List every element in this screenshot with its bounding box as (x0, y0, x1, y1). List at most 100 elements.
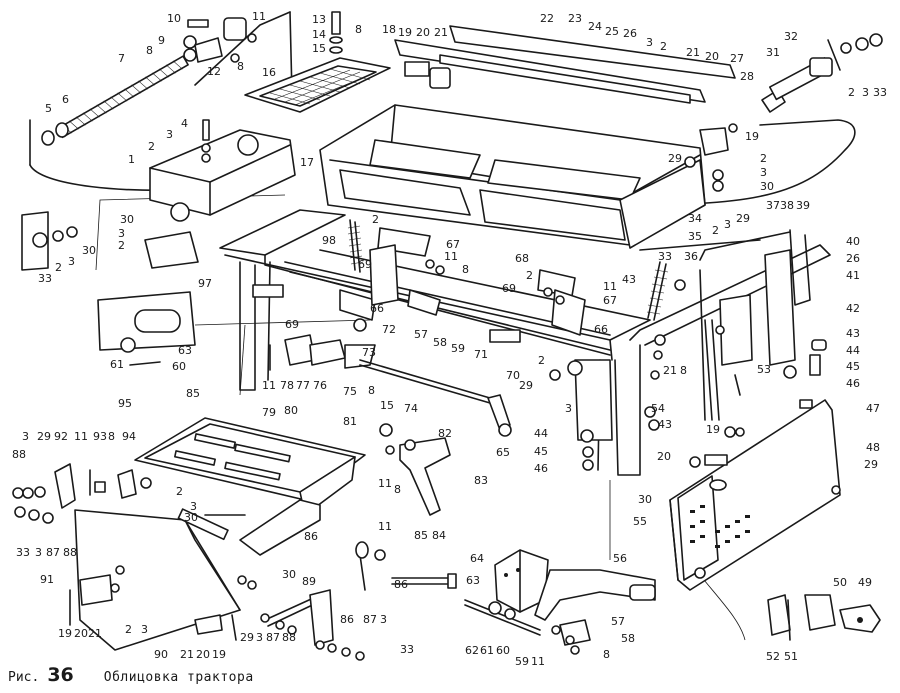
part-callout-83: 83 (474, 474, 488, 487)
part-callout-94: 94 (122, 430, 136, 443)
part-callout-80: 80 (284, 404, 298, 417)
part-callout-85: 85 (186, 387, 200, 400)
part-callout-17: 17 (300, 156, 314, 169)
part-callout-21: 21 (180, 648, 194, 661)
part-callout-57: 57 (414, 328, 428, 341)
part-callout-77: 77 (296, 379, 310, 392)
part-callout-33: 33 (400, 643, 414, 656)
part-callout-11: 11 (252, 10, 266, 23)
part-callout-3: 3 (380, 613, 387, 626)
part-callout-97: 97 (198, 277, 212, 290)
figure-prefix: Рис. (8, 670, 40, 685)
part-callout-65: 65 (496, 446, 510, 459)
part-callout-2: 2 (712, 224, 719, 237)
part-callout-2: 2 (55, 261, 62, 274)
part-callout-29: 29 (736, 212, 750, 225)
part-callout-88: 88 (63, 546, 77, 559)
part-callout-35: 35 (688, 230, 702, 243)
part-callout-3: 3 (35, 546, 42, 559)
part-callout-21: 21 (686, 46, 700, 59)
part-callout-33: 33 (16, 546, 30, 559)
part-callout-54: 54 (651, 402, 665, 415)
part-callout-72: 72 (382, 323, 396, 336)
part-callout-11: 11 (378, 520, 392, 533)
part-callout-60: 60 (496, 644, 510, 657)
part-callout-10: 10 (167, 12, 181, 25)
part-callout-88: 88 (12, 448, 26, 461)
part-callout-88: 88 (282, 631, 296, 644)
part-callout-73: 73 (362, 346, 376, 359)
part-callout-79: 79 (262, 406, 276, 419)
part-callout-92: 92 (54, 430, 68, 443)
part-callout-45: 45 (846, 360, 860, 373)
part-callout-52: 52 (766, 650, 780, 663)
part-callout-43: 43 (658, 418, 672, 431)
part-callout-67: 67 (446, 238, 460, 251)
latch-lever (379, 423, 451, 516)
part-callout-86: 86 (394, 578, 408, 591)
part-callout-69: 69 (285, 318, 299, 331)
part-callout-33: 33 (873, 86, 887, 99)
part-callout-3: 3 (68, 255, 75, 268)
part-callout-24: 24 (588, 20, 602, 33)
part-callout-11: 11 (74, 430, 88, 443)
part-callout-3: 3 (22, 430, 29, 443)
part-callout-2: 2 (848, 86, 855, 99)
part-callout-15: 15 (312, 42, 326, 55)
part-callout-29: 29 (240, 631, 254, 644)
part-callout-29: 29 (864, 458, 878, 471)
part-callout-67: 67 (603, 294, 617, 307)
part-callout-91: 91 (40, 573, 54, 586)
part-callout-61: 61 (480, 644, 494, 657)
part-callout-2: 2 (760, 152, 767, 165)
part-callout-98: 98 (322, 234, 336, 247)
part-callout-15: 15 (380, 399, 394, 412)
part-callout-43: 43 (846, 327, 860, 340)
part-callout-23: 23 (568, 12, 582, 25)
part-callout-56: 56 (613, 552, 627, 565)
part-callout-33: 33 (38, 272, 52, 285)
part-callout-26: 26 (846, 252, 860, 265)
part-callout-90: 90 (154, 648, 168, 661)
part-callout-5: 5 (45, 102, 52, 115)
part-callout-42: 42 (846, 302, 860, 315)
part-callout-27: 27 (730, 52, 744, 65)
part-callout-61: 61 (110, 358, 124, 371)
side-panel-right (669, 399, 841, 591)
part-callout-93: 93 (93, 430, 107, 443)
part-callout-74: 74 (404, 402, 418, 415)
part-callout-81: 81 (343, 415, 357, 428)
left-side-panel (149, 119, 296, 222)
part-callout-44: 44 (534, 427, 548, 440)
part-callout-38: 38 (780, 199, 794, 212)
part-callout-8: 8 (237, 60, 244, 73)
part-callout-20: 20 (657, 450, 671, 463)
part-callout-95: 95 (118, 397, 132, 410)
part-callout-59: 59 (451, 342, 465, 355)
part-callout-8: 8 (146, 44, 153, 57)
part-callout-8: 8 (368, 384, 375, 397)
part-callout-3: 3 (118, 227, 125, 240)
part-callout-2: 2 (526, 269, 533, 282)
part-callout-20: 20 (416, 26, 430, 39)
part-callout-62: 62 (465, 644, 479, 657)
grille-panel (244, 11, 391, 113)
part-callout-19: 19 (706, 423, 720, 436)
part-callout-66: 66 (594, 323, 608, 336)
lower-left-hinges (12, 463, 152, 524)
part-callout-2: 2 (125, 623, 132, 636)
left-brackets (21, 211, 199, 366)
part-callout-19: 19 (398, 26, 412, 39)
part-callout-7: 7 (118, 52, 125, 65)
part-callout-63: 63 (178, 344, 192, 357)
hood-assembly (319, 25, 736, 249)
lower-panel (69, 508, 257, 651)
control-levers (284, 227, 586, 437)
part-callout-25: 25 (605, 25, 619, 38)
part-callout-59: 59 (515, 655, 529, 668)
part-callout-8: 8 (355, 23, 362, 36)
part-callout-3: 3 (190, 500, 197, 513)
lower-rods (239, 499, 457, 661)
part-callout-30: 30 (120, 213, 134, 226)
part-callout-87: 87 (363, 613, 377, 626)
